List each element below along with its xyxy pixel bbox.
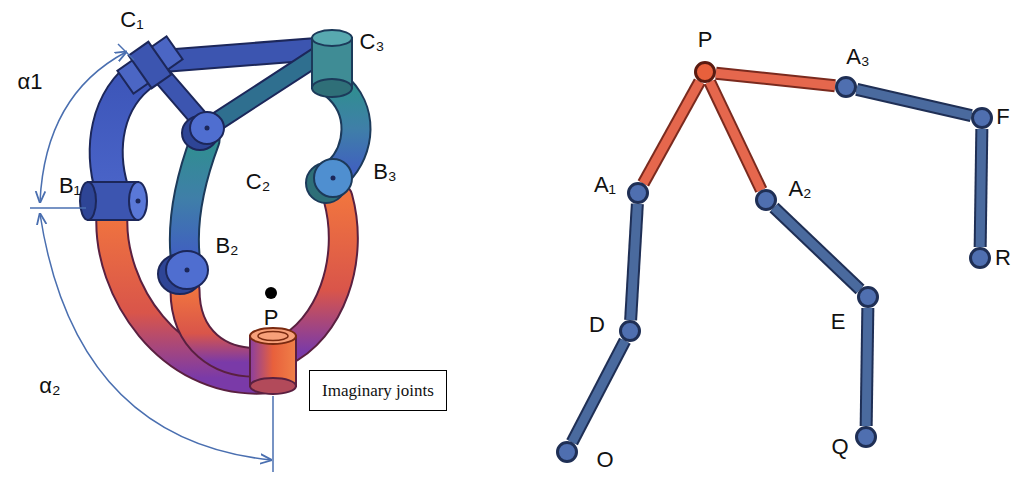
link-outline [866, 308, 868, 426]
part-label: P [264, 307, 279, 329]
cylinder-rim [258, 332, 288, 341]
joint-circle-shape [859, 288, 878, 307]
cylinder-end [250, 328, 296, 344]
joint-label: P [698, 29, 713, 51]
joint-label: Q [831, 436, 848, 458]
part-label: α1 [18, 71, 43, 93]
joint-circle-shape [857, 428, 876, 447]
angle-dimension-arc [40, 52, 126, 202]
joint-label: A₂ [788, 178, 811, 200]
kinematic-link [710, 82, 762, 190]
part-label: B₁ [59, 175, 81, 197]
kinematic-link [774, 208, 860, 290]
joint-circle: A₁ [627, 182, 649, 204]
joint-label: A₃ [846, 46, 870, 68]
joint-circle-shape [971, 249, 990, 268]
link-outline [980, 129, 982, 247]
joint-circle: F [971, 107, 993, 129]
tube-outline [282, 198, 343, 352]
callout-text: Imaginary joints [322, 382, 434, 399]
part-label: B₃ [373, 161, 397, 183]
cylinder-end [190, 112, 224, 144]
joint-label: A₁ [594, 174, 616, 196]
joint-outline [971, 107, 993, 129]
upper-link-tube [184, 140, 205, 255]
extension-line [272, 396, 274, 472]
joint-label: O [596, 449, 613, 471]
joint-circle: A₂ [755, 189, 777, 211]
joint-outline [556, 441, 578, 463]
part-label: C₃ [360, 31, 385, 53]
joint-label: E [831, 311, 846, 333]
link-outline [710, 82, 762, 190]
joint-label: D [589, 314, 605, 336]
joint-axis [331, 176, 336, 181]
joint-circle: O [556, 441, 578, 463]
joint-outline [855, 426, 877, 448]
kinematic-link [866, 308, 868, 426]
joint-circle-shape [621, 322, 640, 341]
link-outline [631, 204, 638, 320]
lower-link-tube [282, 198, 343, 352]
joint-circle: Q [855, 426, 877, 448]
extension-line [30, 207, 86, 209]
kinematic-link [643, 82, 699, 184]
joint-circle-shape [973, 109, 992, 128]
joint-circle: A₃ [835, 76, 857, 98]
joint-circle-shape [629, 184, 648, 203]
cylinder-end [129, 182, 147, 220]
callout-box: Imaginary joints [309, 370, 447, 411]
kinematic-link [572, 341, 625, 442]
joint-outline [969, 247, 991, 269]
part-label: α₂ [39, 375, 60, 397]
joint-circle: D [619, 320, 641, 342]
angle-dimension-arc [40, 214, 271, 460]
cylinder-end [312, 30, 352, 46]
block-collar [129, 42, 172, 89]
block-body [117, 36, 182, 93]
cylinder-end [80, 182, 96, 220]
part-label: C₂ [246, 171, 270, 193]
link-outline [774, 208, 860, 290]
kinematic-link [716, 73, 835, 86]
joint-axis [205, 126, 210, 131]
cylinder-end [312, 79, 352, 97]
joint-label: F [996, 106, 1009, 128]
cylinder-end [250, 378, 296, 394]
joint-outline [694, 61, 716, 83]
centre-point [265, 287, 277, 299]
kinematic-link [857, 89, 972, 115]
kinematic-link [980, 129, 982, 247]
joint-circle-shape [696, 63, 715, 82]
tube-outline [184, 140, 205, 255]
joint-c1-block [114, 31, 186, 98]
joint-label: R [995, 247, 1011, 269]
link-outline [572, 341, 625, 442]
joint-outline [627, 182, 649, 204]
joint-outline [755, 189, 777, 211]
joint-outline [835, 76, 857, 98]
kinematic-link [631, 204, 638, 320]
joint-outline [619, 320, 641, 342]
cylinder-end [166, 251, 208, 289]
joint-circle-shape [757, 191, 776, 210]
joint-circle-shape [837, 78, 856, 97]
joint-circle: R [969, 247, 991, 269]
link-outline [716, 73, 835, 86]
part-label: B₂ [215, 235, 238, 257]
joint-circle-shape [558, 443, 577, 462]
link-outline [857, 89, 972, 115]
joint-outline [857, 286, 879, 308]
part-label: C₁ [120, 9, 143, 31]
joint-axis [136, 199, 141, 204]
joint-circle: E [857, 286, 879, 308]
joint-circle: P [694, 61, 716, 83]
link-outline [643, 82, 699, 184]
joint-axis [185, 268, 190, 273]
cylinder-end [314, 159, 352, 197]
